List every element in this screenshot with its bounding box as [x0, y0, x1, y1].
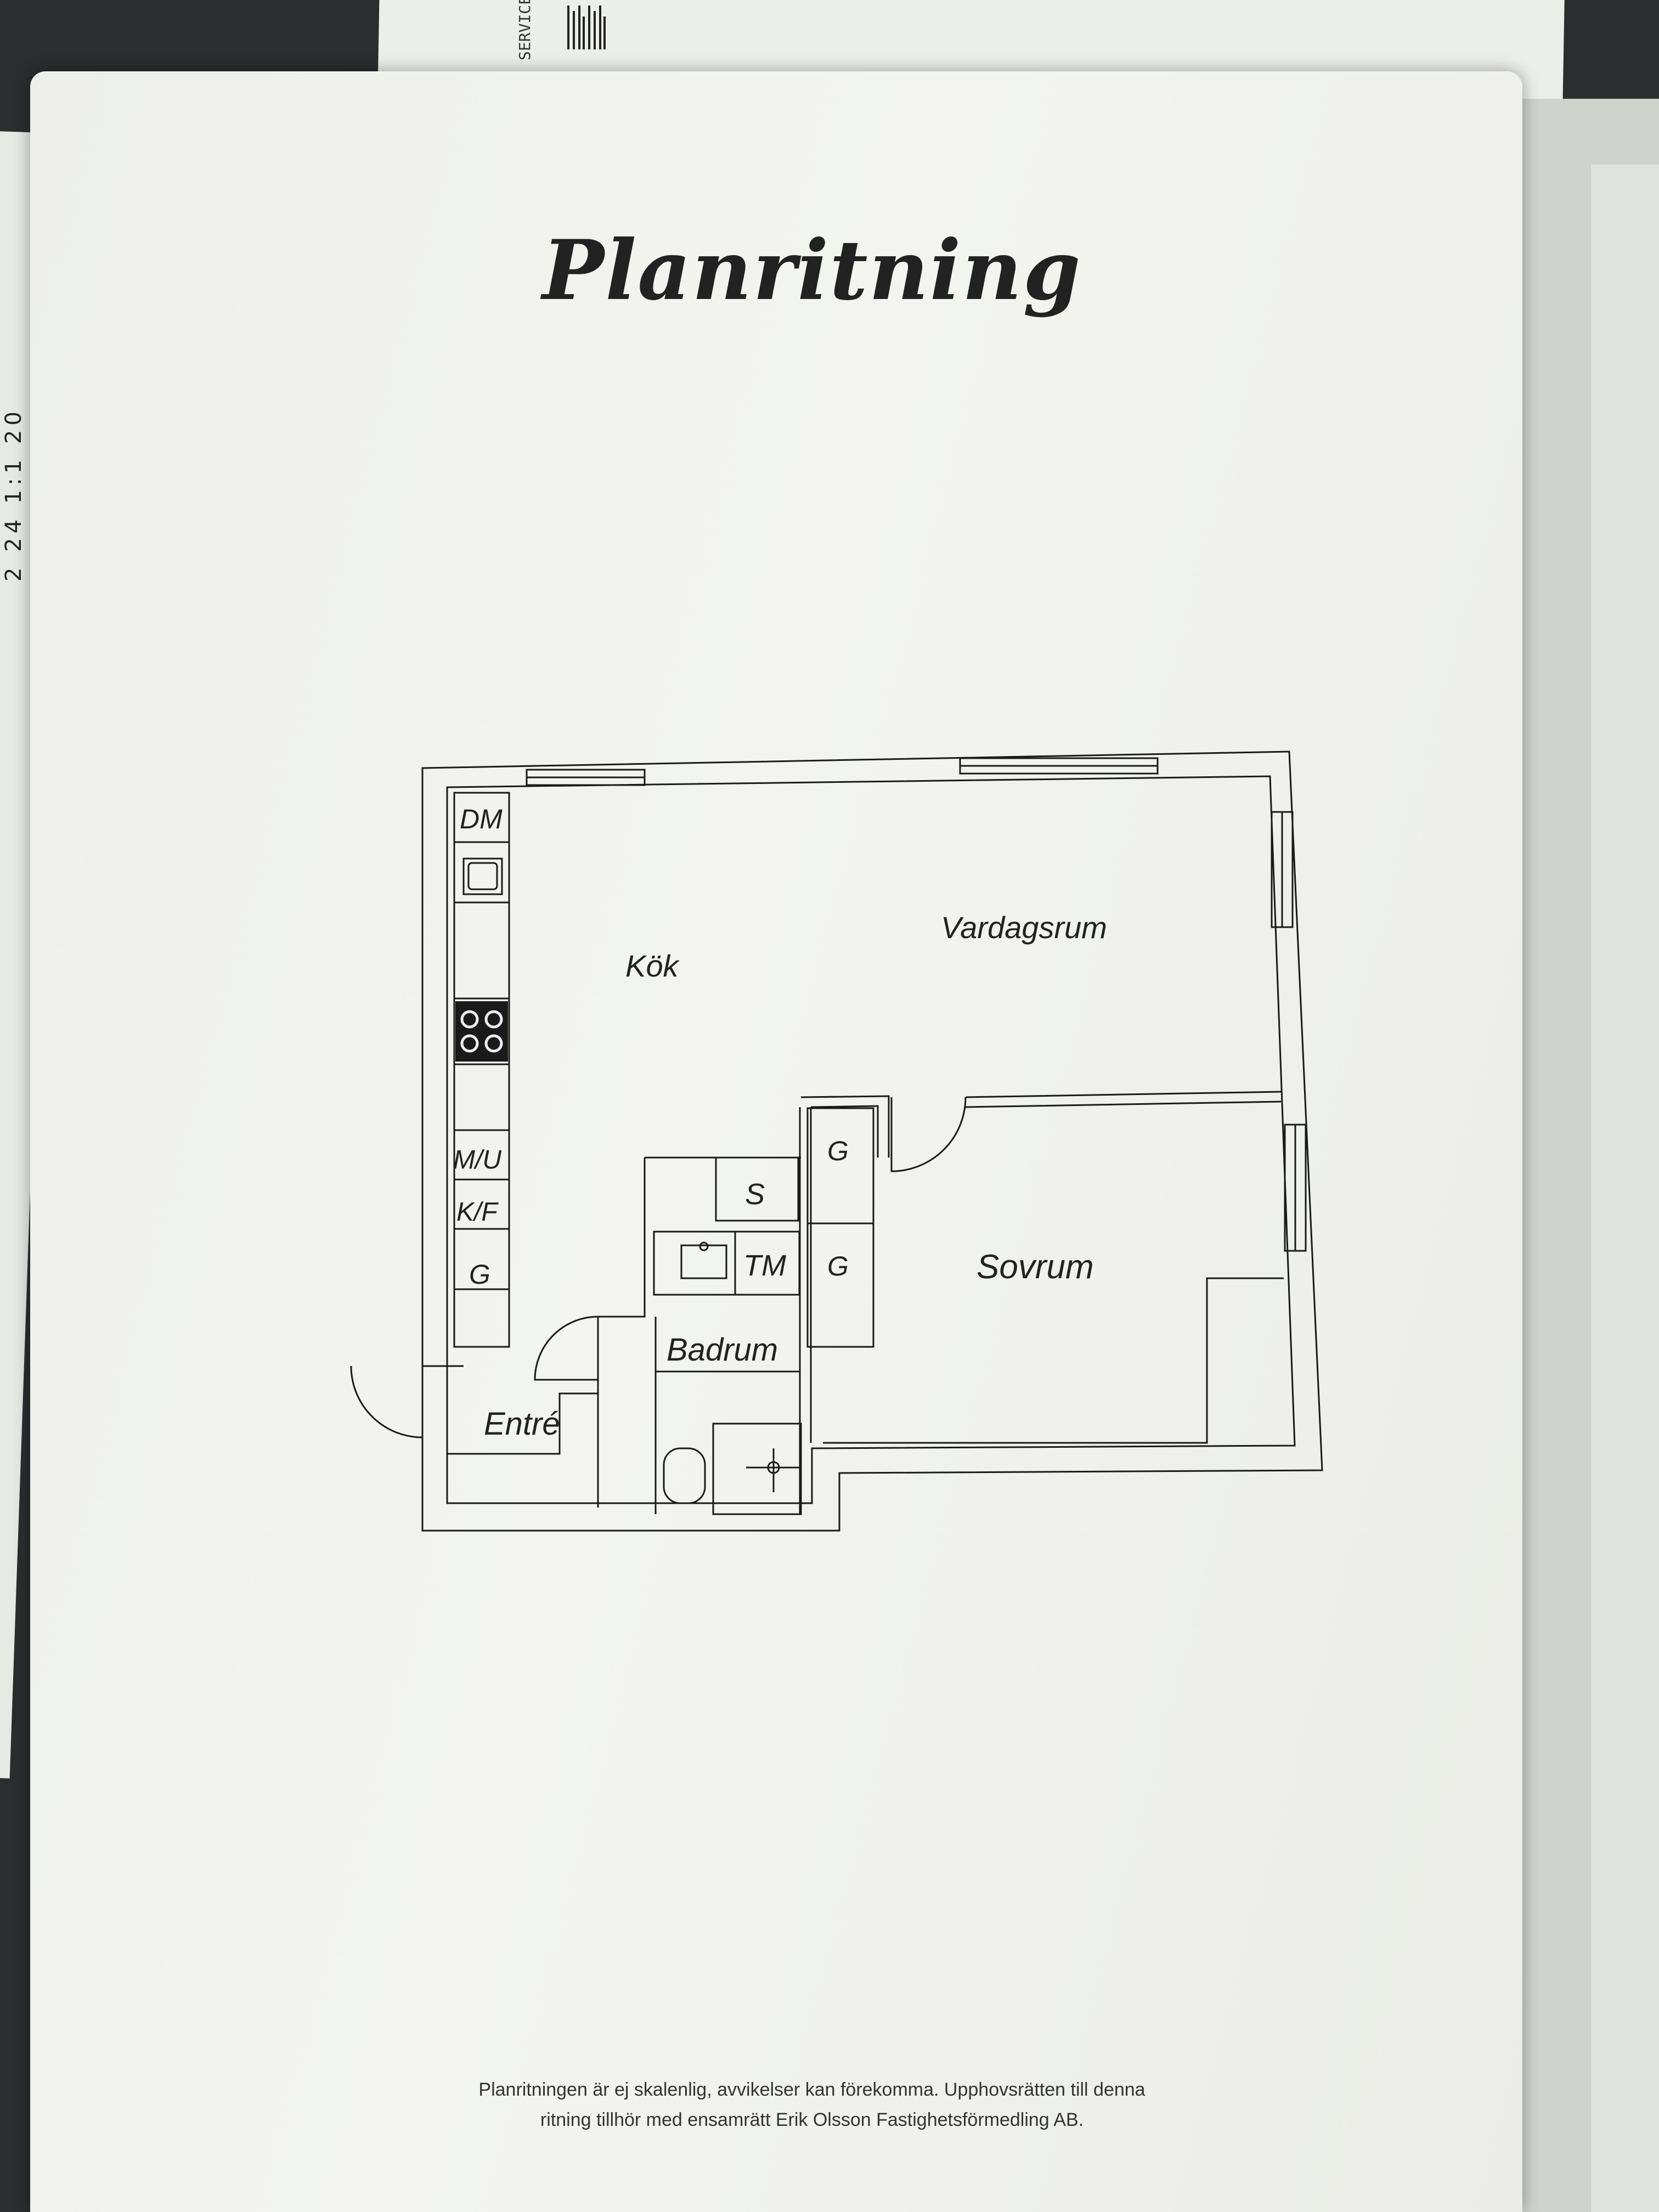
floor-plan-page	[30, 71, 1522, 2212]
footer-disclaimer-line-2: ritning tillhör med ensamrätt Erik Olsso…	[540, 2109, 1084, 2130]
entrance-door	[350, 1365, 424, 1438]
bedroom-wall	[800, 1091, 1284, 1444]
footer-disclaimer-line-1: Planritningen är ej skalenlig, avvikelse…	[478, 2079, 1146, 2100]
barcode	[567, 5, 606, 49]
entrance-wall	[422, 1365, 598, 1455]
fixture-label-bedroom-wardrobe-2: G	[827, 1251, 849, 1282]
right-facing-page-inner	[1591, 165, 1659, 2212]
kitchen-counter	[453, 792, 510, 1348]
floor-plan: Kök Vardagsrum Sovrum Badrum Entré DM M/…	[350, 751, 1323, 1532]
bedroom-wardrobe	[806, 1107, 874, 1348]
bathroom-door	[534, 1316, 599, 1381]
storage-box	[715, 1156, 799, 1222]
bedroom-door	[890, 1097, 967, 1172]
page-title: Planritning	[542, 222, 1082, 319]
fixture-label-kitchen-wardrobe: G	[469, 1259, 490, 1290]
washer-box	[653, 1231, 800, 1296]
sink-icon	[462, 857, 503, 895]
room-label-bedroom: Sovrum	[977, 1248, 1094, 1286]
room-label-living-room: Vardagsrum	[941, 910, 1107, 945]
bathroom-sink-icon	[680, 1244, 727, 1279]
room-label-bathroom: Badrum	[667, 1332, 778, 1368]
outer-wall-inner	[446, 775, 1296, 1504]
outer-wall-outer	[421, 751, 1323, 1532]
fixture-label-storage: S	[745, 1178, 765, 1211]
room-label-kitchen: Kök	[625, 949, 680, 983]
toilet-icon	[663, 1447, 706, 1504]
fixture-label-dishwasher: DM	[460, 804, 503, 834]
fixture-label-microwave: M/U	[453, 1146, 501, 1175]
shower-box	[712, 1423, 802, 1515]
fixture-label-fridge-freezer: K/F	[456, 1198, 499, 1227]
stove-icon	[455, 1001, 508, 1062]
room-label-entrance: Entré	[484, 1406, 560, 1442]
fixture-label-washing-machine: TM	[743, 1249, 786, 1282]
background-sheet-label: SERVICE	[516, 0, 534, 60]
fixture-label-bedroom-wardrobe-1: G	[827, 1136, 849, 1166]
left-sheet-edge-text: 2 24 1:1 20	[1, 407, 26, 582]
